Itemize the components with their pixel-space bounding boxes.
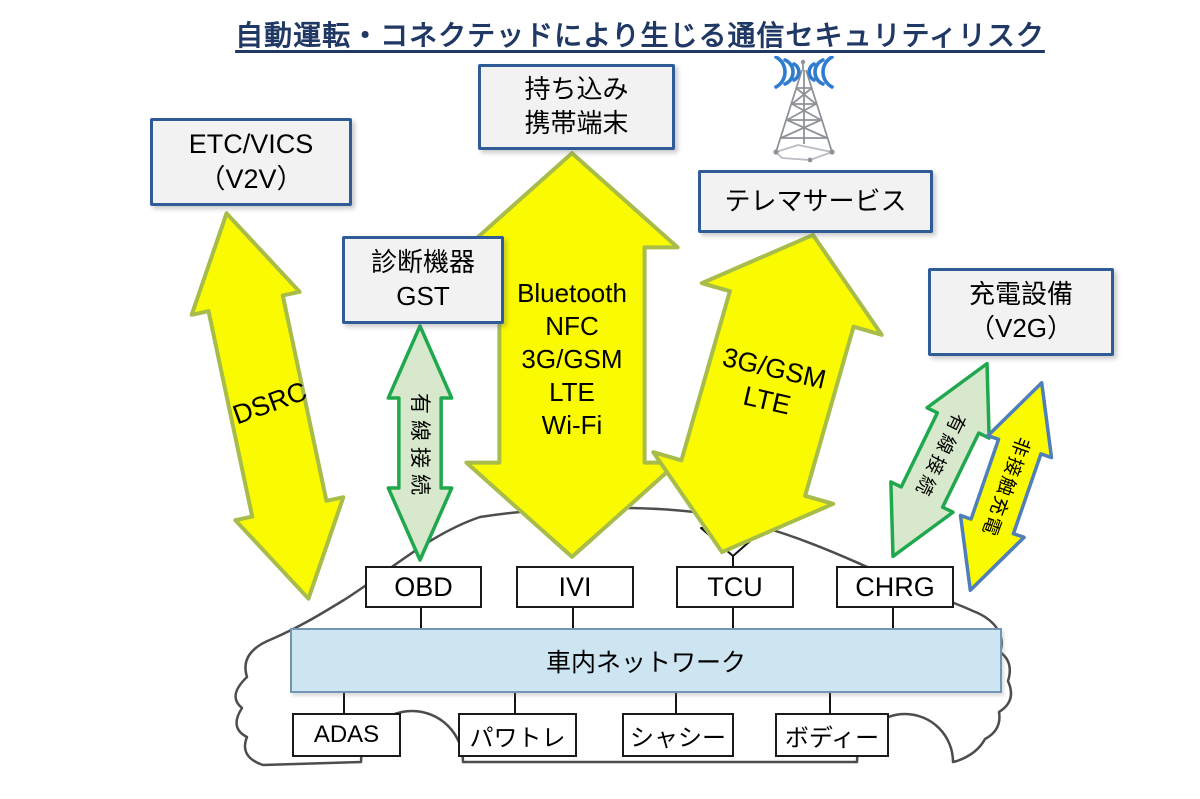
node-mobile-line1: 持ち込み bbox=[524, 74, 629, 105]
network-label: 車内ネットワーク bbox=[545, 648, 746, 677]
node-mobile-device: 持ち込み 携帯端末 bbox=[478, 64, 675, 150]
protocol-3g-gsm: 3G/GSM bbox=[521, 344, 623, 374]
node-telematics: テレマサービス bbox=[698, 170, 933, 233]
node-charging: 充電設備 （V2G） bbox=[928, 268, 1114, 356]
unit-tcu-label: TCU bbox=[707, 571, 763, 602]
protocol-wifi: Wi-Fi bbox=[541, 410, 603, 440]
node-etc-vics-line1: ETC/VICS bbox=[188, 128, 314, 159]
unit-box-obd: OBD bbox=[365, 566, 482, 608]
protocol-nfc: NFC bbox=[545, 311, 599, 341]
node-diagnostic-line1: 診断機器 bbox=[370, 247, 475, 278]
protocol-lte: LTE bbox=[549, 377, 595, 407]
unit-obd-label: OBD bbox=[394, 571, 453, 602]
domain-box-body: ボディー bbox=[775, 713, 889, 757]
node-charging-line1: 充電設備 bbox=[968, 279, 1073, 310]
unit-ivi-label: IVI bbox=[558, 571, 592, 602]
unit-connector-lines bbox=[420, 604, 894, 629]
domain-box-powertrain: パワトレ bbox=[458, 713, 577, 757]
domain-body-label: ボディー bbox=[784, 724, 880, 752]
node-telematics-label: テレマサービス bbox=[724, 185, 907, 216]
protocol-bluetooth: Bluetooth bbox=[517, 278, 627, 308]
node-etc-vics: ETC/VICS （V2V） bbox=[150, 118, 352, 206]
domain-box-chassis: シャシー bbox=[622, 713, 734, 757]
node-mobile-line2: 携帯端末 bbox=[524, 108, 629, 138]
node-diagnostic: 診断機器 GST bbox=[342, 236, 504, 324]
domain-box-adas: ADAS bbox=[292, 713, 401, 757]
mobile-arrow-protocols: Bluetooth NFC 3G/GSM LTE Wi-Fi bbox=[472, 277, 672, 442]
diagram-title: 自動運転・コネクテッドにより生じる通信セキュリティリスク bbox=[235, 20, 1045, 51]
domain-adas-label: ADAS bbox=[313, 721, 380, 748]
domain-chassis-label: シャシー bbox=[630, 724, 726, 752]
unit-chrg-label: CHRG bbox=[855, 571, 935, 602]
wired-obd-arrow-label: 有線接続 bbox=[408, 393, 431, 501]
node-etc-vics-line2: （V2V） bbox=[198, 164, 304, 194]
domain-powertrain-label: パワトレ bbox=[469, 724, 566, 752]
node-diagnostic-line2: GST bbox=[396, 281, 450, 311]
unit-box-tcu: TCU bbox=[676, 566, 794, 608]
in-vehicle-network-bar: 車内ネットワーク bbox=[290, 628, 1002, 693]
unit-box-chrg: CHRG bbox=[836, 566, 954, 608]
domain-connector-lines bbox=[343, 690, 831, 713]
radio-waves-icon bbox=[774, 56, 834, 89]
node-charging-line2: （V2G） bbox=[968, 313, 1074, 343]
unit-box-ivi: IVI bbox=[516, 566, 634, 608]
radio-tower-icon bbox=[773, 56, 836, 163]
